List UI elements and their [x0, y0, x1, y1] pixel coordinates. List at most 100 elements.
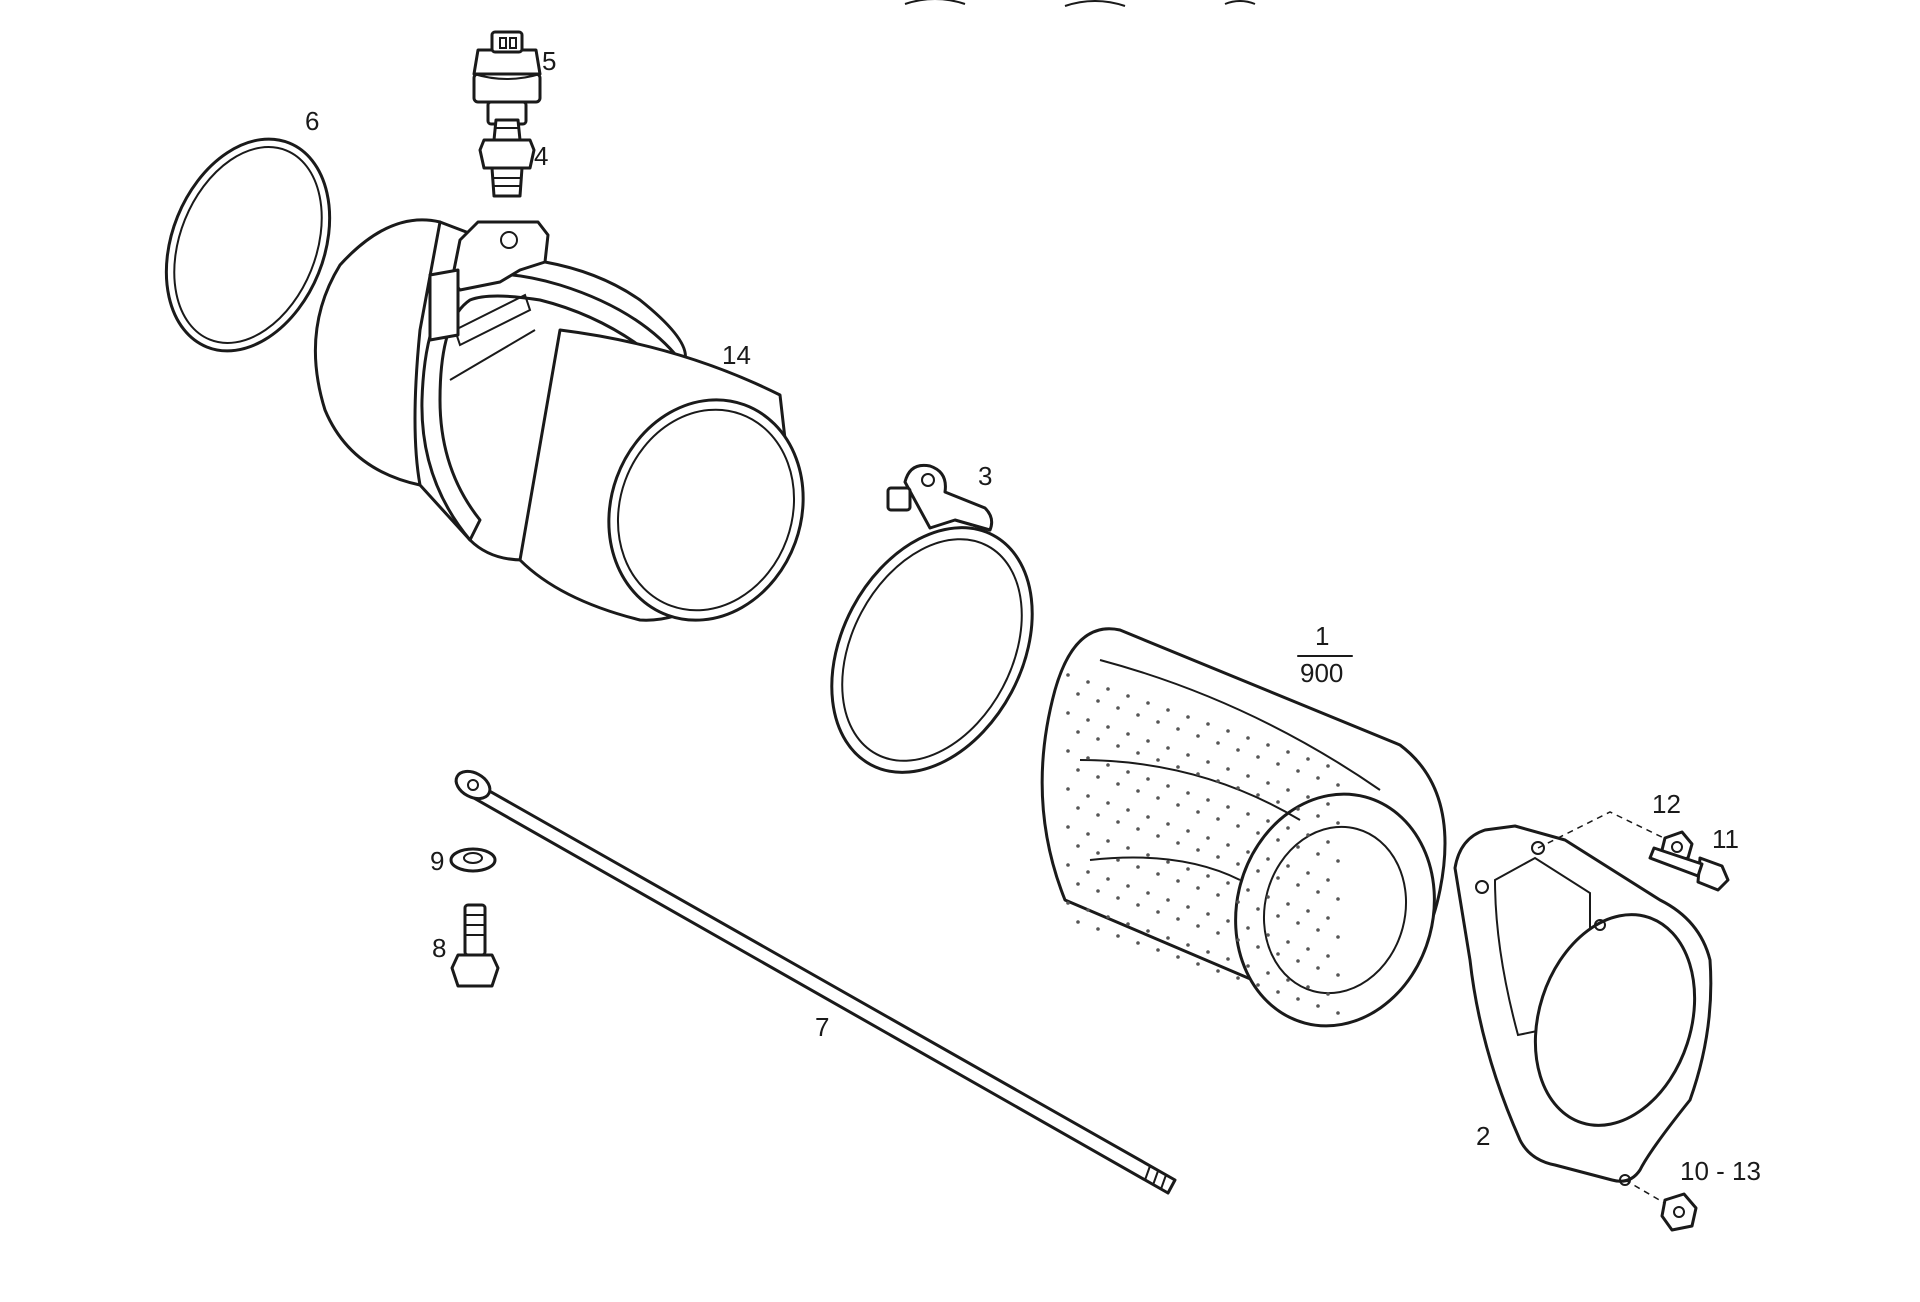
- perforation-dot: [1286, 750, 1290, 754]
- perforation-dot: [1236, 748, 1240, 752]
- perforation-dot: [1296, 883, 1300, 887]
- perforation-dot: [1326, 992, 1330, 996]
- perforation-dot: [1226, 843, 1230, 847]
- perforation-dot: [1286, 864, 1290, 868]
- perforation-dot: [1136, 713, 1140, 717]
- perforation-dot: [1336, 973, 1340, 977]
- perforation-dot: [1296, 997, 1300, 1001]
- perforation-dot: [1206, 836, 1210, 840]
- perforation-dot: [1266, 895, 1270, 899]
- callout-1: 1: [1315, 621, 1329, 651]
- perforation-dot: [1156, 758, 1160, 762]
- perforation-dot: [1166, 898, 1170, 902]
- callout-3: 3: [978, 461, 992, 491]
- callout-7: 7: [815, 1012, 829, 1042]
- tie-rod-part-7: [454, 769, 1177, 1195]
- perforation-dot: [1096, 851, 1100, 855]
- perforation-dot: [1216, 893, 1220, 897]
- perforation-dot: [1086, 756, 1090, 760]
- perforation-dot: [1076, 844, 1080, 848]
- perforation-dot: [1196, 734, 1200, 738]
- perforation-dot: [1306, 757, 1310, 761]
- perforation-dot: [1106, 725, 1110, 729]
- perforation-dot: [1066, 863, 1070, 867]
- perforation-dot: [1126, 884, 1130, 888]
- perforation-dot: [1146, 815, 1150, 819]
- perforation-dot: [1236, 862, 1240, 866]
- perforation-dot: [1186, 791, 1190, 795]
- perforation-dot: [1156, 872, 1160, 876]
- perforation-dot: [1236, 824, 1240, 828]
- perforation-dot: [1326, 954, 1330, 958]
- perforation-dot: [1186, 715, 1190, 719]
- perforation-dot: [1186, 829, 1190, 833]
- perforation-dot: [1276, 990, 1280, 994]
- perforation-dot: [1106, 839, 1110, 843]
- perforation-dot: [1166, 860, 1170, 864]
- o-ring-part-6: [164, 137, 332, 353]
- filter-housing-part-14: [313, 218, 805, 622]
- perforation-dot: [1136, 903, 1140, 907]
- perforation-dot: [1106, 801, 1110, 805]
- fitting-part-4: [478, 118, 536, 198]
- perforation-dot: [1176, 879, 1180, 883]
- perforation-dot: [1086, 832, 1090, 836]
- perforation-dot: [1256, 831, 1260, 835]
- perforation-dot: [1136, 865, 1140, 869]
- perforation-dot: [1186, 905, 1190, 909]
- perforation-dot: [1336, 821, 1340, 825]
- perforation-dot: [1206, 874, 1210, 878]
- perforation-dot: [1216, 969, 1220, 973]
- perforation-dot: [1246, 850, 1250, 854]
- perforation-dot: [1086, 908, 1090, 912]
- perforation-dot: [1106, 877, 1110, 881]
- perforation-dot: [1146, 701, 1150, 705]
- perforation-dot: [1176, 727, 1180, 731]
- perforation-dot: [1106, 763, 1110, 767]
- bolt-part-11: [1648, 846, 1730, 892]
- perforation-dot: [1176, 917, 1180, 921]
- clamp-part-3: [830, 463, 1034, 774]
- perforation-dot: [1076, 730, 1080, 734]
- perforation-dot: [1166, 708, 1170, 712]
- perforation-dot: [1136, 941, 1140, 945]
- perforation-dot: [1086, 794, 1090, 798]
- perforation-dot: [1286, 788, 1290, 792]
- bolt-part-8: [450, 903, 500, 988]
- perforation-dot: [1276, 876, 1280, 880]
- perforation-dot: [1216, 741, 1220, 745]
- perforation-dot: [1296, 921, 1300, 925]
- perforation-dot: [1176, 765, 1180, 769]
- perforation-dot: [1306, 871, 1310, 875]
- callout-14: 14: [722, 340, 751, 370]
- perforation-dot: [1266, 781, 1270, 785]
- perforation-dot: [1336, 935, 1340, 939]
- perforation-dot: [1246, 888, 1250, 892]
- perforation-dot: [1126, 846, 1130, 850]
- bracket-part-2: [1453, 824, 1713, 1186]
- perforation-dot: [1256, 755, 1260, 759]
- perforation-dot: [1116, 820, 1120, 824]
- perforation-dot: [1116, 858, 1120, 862]
- perforation-dot: [1076, 920, 1080, 924]
- perforation-dot: [1126, 808, 1130, 812]
- perforation-dot: [1336, 1011, 1340, 1015]
- perforation-dot: [1236, 976, 1240, 980]
- assembly-leader-lines: [1537, 811, 1669, 1206]
- sensor-part-5: [472, 30, 542, 126]
- perforation-dot: [1086, 718, 1090, 722]
- perforation-dot: [1266, 743, 1270, 747]
- perforation-dot: [1266, 971, 1270, 975]
- perforation-dot: [1116, 934, 1120, 938]
- perforation-dot: [1316, 928, 1320, 932]
- perforation-dot: [1096, 699, 1100, 703]
- perforation-dot: [1166, 936, 1170, 940]
- callout-10-13: 10 - 13: [1680, 1156, 1761, 1186]
- perforation-dot: [1126, 770, 1130, 774]
- perforation-dot: [1146, 777, 1150, 781]
- perforation-dot: [1096, 927, 1100, 931]
- perforation-dot: [1186, 753, 1190, 757]
- perforation-dot: [1316, 966, 1320, 970]
- perforation-dot: [1276, 914, 1280, 918]
- perforation-dot: [1256, 945, 1260, 949]
